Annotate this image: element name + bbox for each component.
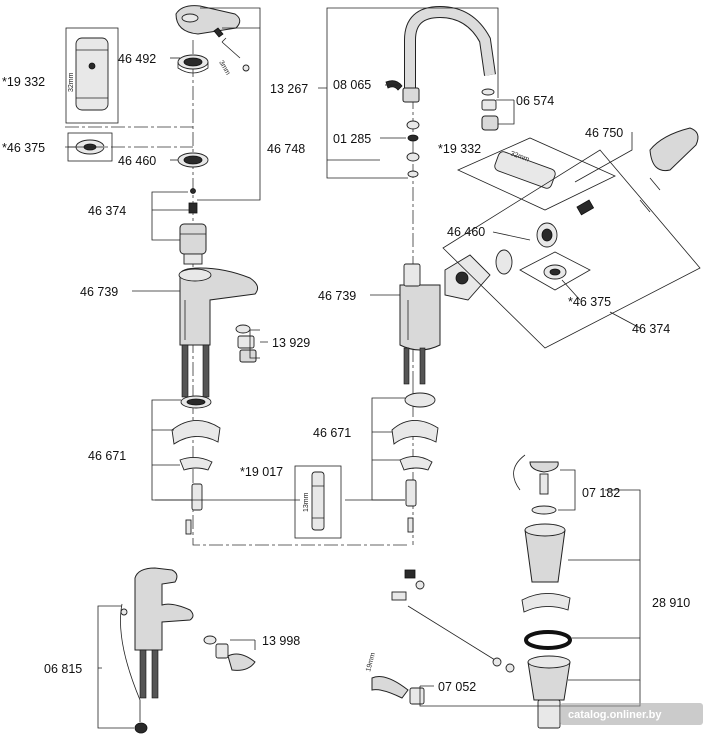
right-mixer-assembly: 32mm 19mm [365, 5, 701, 729]
lever-handle-left [175, 5, 241, 35]
label-19017: *19 017 [240, 465, 283, 479]
label-19332-left: *19 332 [2, 75, 45, 89]
mounting-kit-46671-left [171, 395, 221, 535]
cap-46492 [177, 54, 209, 74]
nozzle-13998 [203, 635, 256, 671]
label-46375-right: *46 375 [568, 295, 611, 309]
dimension-32mm-left: 32mm [68, 72, 75, 92]
label-13929: 13 929 [272, 336, 310, 350]
cartridge-46374-left [179, 223, 207, 265]
label-46492: 46 492 [118, 52, 156, 66]
label-46671-left: 46 671 [88, 449, 126, 463]
tool-box-19017 [294, 465, 342, 539]
nut-box-46375-right [519, 251, 591, 291]
tube-tool-19017 [311, 471, 325, 531]
label-08065: 08 065 [333, 78, 371, 92]
label-46750: 46 750 [585, 126, 623, 140]
label-19332-right: *19 332 [438, 142, 481, 156]
label-46739-left: 46 739 [80, 285, 118, 299]
label-07182: 07 182 [582, 486, 620, 500]
mixer-body-46739-left [178, 267, 259, 346]
label-13998: 13 998 [262, 634, 300, 648]
set-screw-and-hex-key [213, 27, 250, 72]
cartridge-tool-left [75, 37, 109, 111]
label-13267: 13 267 [270, 82, 308, 96]
label-28910: 28 910 [652, 596, 690, 610]
watermark-text: catalog.onliner.by [568, 709, 662, 721]
leader-lines [68, 7, 641, 729]
mounting-kit-46671-right [391, 392, 439, 533]
label-01285: 01 285 [333, 132, 371, 146]
aerator-06574 [481, 88, 499, 131]
label-46374-right: 46 374 [632, 322, 670, 336]
label-46739-right: 46 739 [318, 289, 356, 303]
label-46460-right: 46 460 [447, 225, 485, 239]
watermark: catalog.onliner.by [560, 703, 703, 725]
label-46375-left: *46 375 [2, 141, 45, 155]
dimension-19mm: 19mm [365, 652, 377, 673]
tool-box-19332-right [457, 137, 616, 211]
seals-01285 [406, 120, 420, 178]
part-labels: *19 332 46 492 *46 375 46 460 46 748 46 … [2, 52, 690, 694]
dimension-13mm: 13mm [303, 492, 310, 512]
left-mixer-assembly: 32mm 3mm [65, 5, 410, 734]
ring-46460-left [177, 152, 209, 168]
label-06574: 06 574 [516, 94, 554, 108]
bidet-mixer [120, 567, 194, 734]
label-46460-left: 46 460 [118, 154, 156, 168]
label-07052: 07 052 [438, 680, 476, 694]
label-06815: 06 815 [44, 662, 82, 676]
popup-rod-07052 [371, 569, 515, 705]
label-46671-right: 46 671 [313, 426, 351, 440]
swivel-spout-13267 [402, 5, 496, 103]
side-lever-parts [444, 127, 699, 301]
drain-assembly-28910 [521, 461, 572, 729]
label-46748: 46 748 [267, 142, 305, 156]
mixer-body-46739-right [399, 263, 441, 351]
bracket-46374-right [442, 149, 701, 349]
label-46374-left: 46 374 [88, 204, 126, 218]
dimension-3mm: 3mm [217, 60, 231, 77]
tool-box-19332-left [65, 27, 119, 124]
aerator-13929 [235, 324, 257, 363]
